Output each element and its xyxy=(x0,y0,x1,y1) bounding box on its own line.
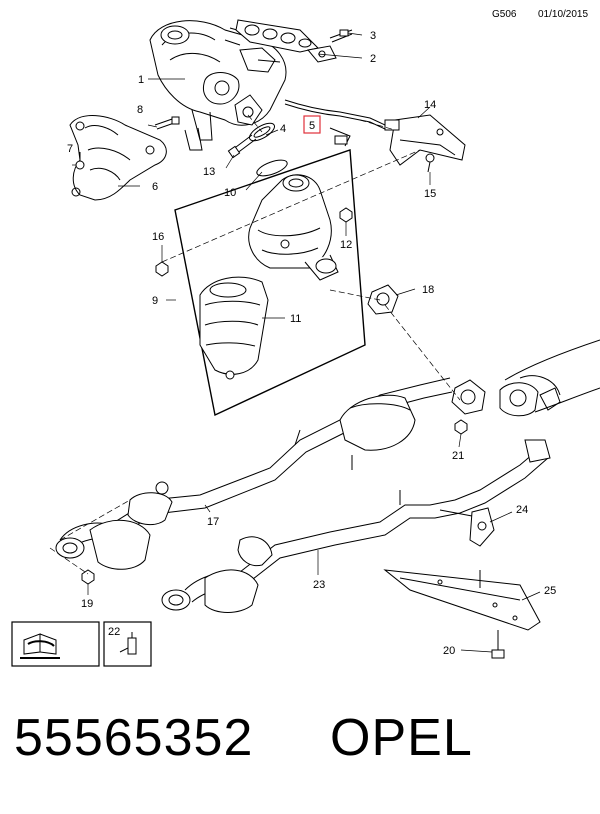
pipe-flange xyxy=(451,379,561,417)
converter-gasket xyxy=(256,159,288,177)
bolt xyxy=(154,116,180,130)
callout-22-icon-box xyxy=(103,621,152,667)
callout-8: 8 xyxy=(137,104,143,116)
assembly-guide-lines xyxy=(49,114,461,575)
callout-numbers: 1 2 3 4 5 6 7 8 9 10 11 12 13 14 15 16 1… xyxy=(67,30,556,657)
callout-2: 2 xyxy=(370,53,376,65)
rubber-hanger xyxy=(439,507,495,547)
callout-9: 9 xyxy=(152,295,158,307)
callout-14: 14 xyxy=(424,99,436,111)
bracket xyxy=(384,114,466,166)
callout-16: 16 xyxy=(152,231,164,243)
flange-gasket xyxy=(367,284,399,315)
brand-name: OPEL xyxy=(330,709,473,767)
callout-1: 1 xyxy=(138,74,144,86)
callout-24: 24 xyxy=(516,504,528,516)
front-pipe-with-converter xyxy=(55,377,453,570)
bracket-bolt xyxy=(491,630,505,659)
bracket-bolt xyxy=(425,153,435,173)
callout-5: 5 xyxy=(309,120,315,132)
callout-15: 15 xyxy=(424,188,436,200)
highlighted-callout-box xyxy=(303,115,321,134)
turbo-gasket xyxy=(307,45,337,63)
callout-22: 22 xyxy=(108,626,120,638)
manifold-gasket xyxy=(235,19,319,53)
diagram-date: 01/10/2015 xyxy=(538,9,589,20)
callout-7: 7 xyxy=(67,143,73,155)
callout-25: 25 xyxy=(544,585,556,597)
turbo-manifold xyxy=(149,20,287,151)
callout-6: 6 xyxy=(152,181,158,193)
service-info-icon-box xyxy=(11,621,100,667)
callout-10: 10 xyxy=(224,187,236,199)
callout-3: 3 xyxy=(370,30,376,42)
exhaust-system-diagram: 1 2 3 4 5 6 7 8 9 10 11 12 13 14 15 16 1… xyxy=(11,19,600,667)
callout-21: 21 xyxy=(452,450,464,462)
diagram-code: G506 xyxy=(492,9,517,20)
catalytic-converter-kit-frame xyxy=(174,149,366,417)
callout-20: 20 xyxy=(443,645,455,657)
callout-19: 19 xyxy=(81,598,93,610)
underbody-bracket xyxy=(383,569,541,631)
catalytic-converter xyxy=(248,174,339,281)
callout-17: 17 xyxy=(207,516,219,528)
part-number: 55565352 xyxy=(14,709,254,767)
leader-lines xyxy=(72,32,541,653)
callout-4: 4 xyxy=(280,123,286,135)
heat-shield-bolt xyxy=(75,152,85,170)
flange-nut xyxy=(454,419,468,435)
heat-shield xyxy=(69,115,167,201)
converter-heat-shield xyxy=(199,276,269,380)
flange-nut xyxy=(81,569,95,585)
stud xyxy=(329,29,353,43)
callout-13: 13 xyxy=(203,166,215,178)
intermediate-pipe xyxy=(504,339,600,413)
callout-12: 12 xyxy=(340,239,352,251)
nut xyxy=(339,207,353,223)
callout-11: 11 xyxy=(290,313,301,325)
front-pipe-alternate xyxy=(161,439,551,613)
sensor-harness xyxy=(284,99,386,147)
nut xyxy=(155,261,169,277)
callout-23: 23 xyxy=(313,579,325,591)
callout-18: 18 xyxy=(422,284,434,296)
clamp-bolt xyxy=(227,134,257,159)
